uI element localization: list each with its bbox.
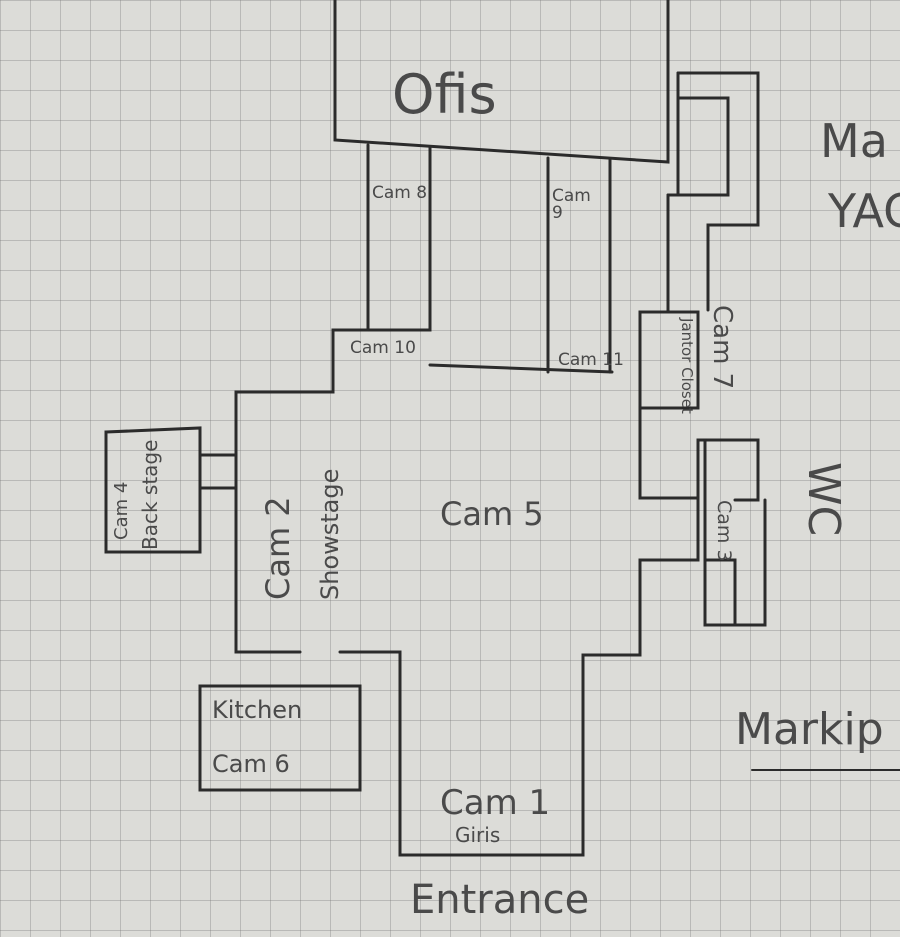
side-note-3: Markip (735, 704, 884, 755)
kitchen-wall (198, 684, 362, 792)
giris-label: Giris (455, 823, 501, 847)
office-right-wall (666, 71, 680, 197)
janitor-closet (638, 310, 700, 410)
backstage-wall (104, 426, 238, 554)
cam11-label: Cam 11 (558, 350, 624, 370)
office-label: Ofis (392, 63, 497, 126)
cam2-label: Cam 2 (259, 496, 297, 600)
showstage-label: Showstage (316, 468, 344, 600)
cam7-label: Cam 7 (707, 305, 737, 390)
office-side-room (676, 71, 760, 312)
cam9-label: Cam 9 (552, 186, 591, 223)
janitor-closet-label: Jantor Closet (678, 318, 696, 414)
kitchen-label: Kitchen (212, 696, 303, 724)
cam5-label: Cam 5 (440, 495, 544, 533)
cam8-corridor (366, 143, 432, 332)
side-note-1: Ma (820, 114, 888, 168)
hall-wall (428, 363, 614, 374)
cam4-label: Cam 4 (111, 481, 132, 540)
cam10-label: Cam 10 (350, 338, 416, 358)
wc-label: WC (798, 462, 849, 537)
cam9-corridor (546, 156, 612, 374)
backstage-label: Back stage (138, 439, 162, 550)
cam8-label: Cam 8 (372, 183, 428, 203)
cam6-label: Cam 6 (212, 750, 290, 778)
side-note-2: YAC (828, 184, 900, 238)
office-wall (333, 0, 670, 164)
office-inner-box (676, 96, 730, 197)
entrance-label: Entrance (410, 877, 590, 923)
wc-area (338, 496, 700, 857)
wc-rooms (703, 438, 767, 627)
cam3-label: Cam 3 (713, 500, 735, 562)
cam10-wall (234, 328, 370, 654)
cam1-label: Cam 1 (440, 783, 551, 823)
